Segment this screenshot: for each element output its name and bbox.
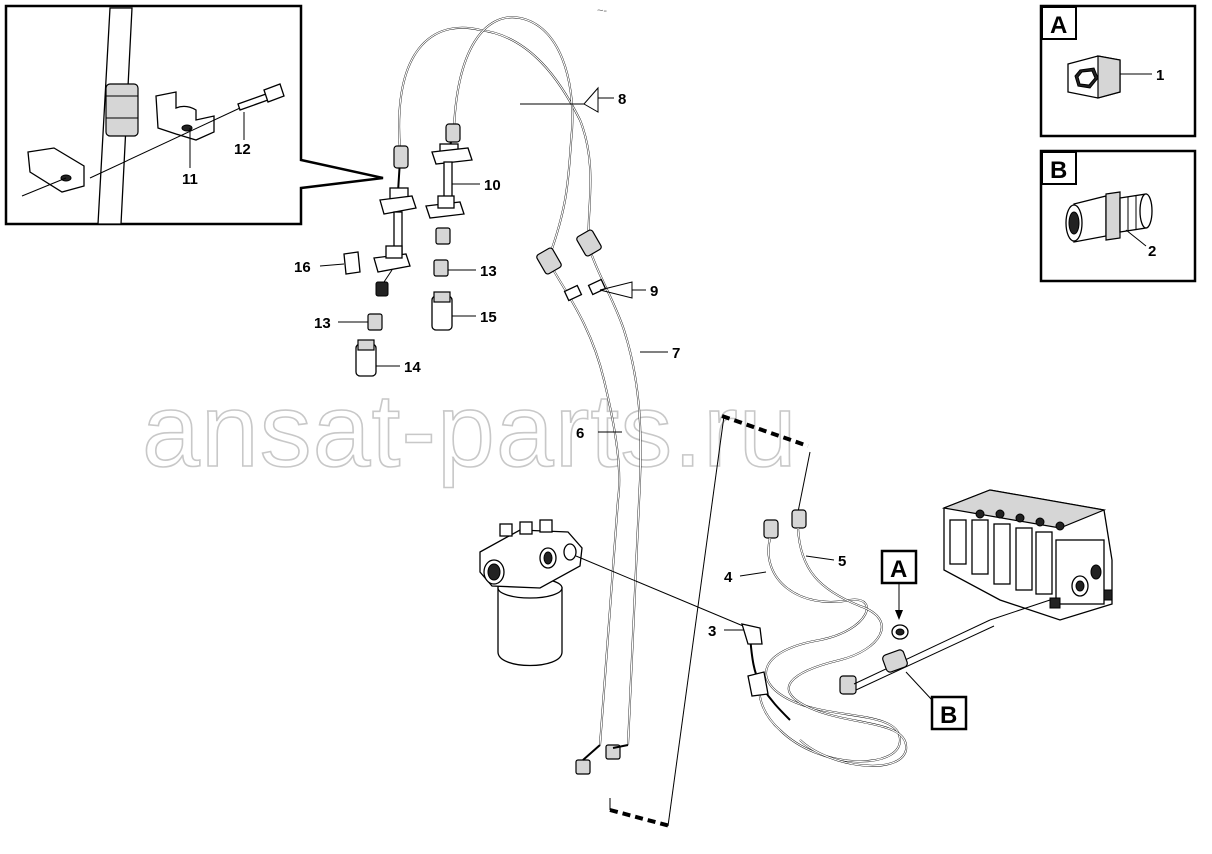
detail-box-b: B 2	[1039, 149, 1197, 283]
inset-hose-fitting	[105, 83, 139, 137]
plug-icon	[1067, 55, 1121, 99]
detail-box-a-tag	[1041, 6, 1077, 40]
callout-12: 12	[234, 141, 251, 158]
watermark-text: ansat-parts.ru	[142, 373, 798, 489]
hose-assembly-upper	[398, 16, 668, 775]
flag-b-letter: B	[940, 702, 957, 729]
callout-1: 1	[1156, 67, 1164, 84]
flag-b: B	[905, 671, 968, 731]
callout-13-lower: 13	[314, 315, 331, 332]
detail-box-b-letter: B	[1050, 157, 1067, 184]
detail-box-a-letter: A	[1050, 12, 1067, 39]
callout-3: 3	[708, 623, 716, 640]
small-parts-left-column	[343, 145, 417, 377]
filter-assembly	[479, 519, 749, 667]
callout-13-upper: 13	[480, 263, 497, 280]
callout-5: 5	[838, 553, 846, 570]
detail-box-b-tag	[1041, 151, 1077, 185]
clamp-detail-inset	[4, 4, 384, 226]
detail-box-a: A 1	[1039, 4, 1197, 138]
clamp-half-lower	[27, 147, 85, 193]
fitting-icon	[1065, 191, 1153, 243]
callout-6: 6	[576, 425, 584, 442]
callout-9: 9	[650, 283, 658, 300]
callout-labels: 3 4 5 6 7 8 9 10 11 12 13 13 14 15 16	[182, 91, 846, 640]
clamp-half-upper	[155, 91, 215, 141]
callout-11: 11	[182, 171, 198, 188]
callout-7: 7	[672, 345, 680, 362]
dashed-connection	[721, 414, 809, 448]
callout-4: 4	[724, 569, 733, 586]
header-mark: ~-	[597, 5, 607, 17]
callout-8: 8	[618, 91, 626, 108]
callout-2: 2	[1148, 243, 1156, 260]
callout-14: 14	[404, 359, 421, 376]
callout-15: 15	[480, 309, 497, 326]
control-valve-block	[941, 489, 1113, 621]
flag-a: A	[880, 549, 918, 620]
callout-10: 10	[484, 177, 501, 194]
small-parts-right-column	[425, 123, 473, 331]
callout-16: 16	[294, 259, 311, 276]
flag-a-letter: A	[890, 556, 907, 583]
hose-assembly-lower	[724, 509, 995, 767]
